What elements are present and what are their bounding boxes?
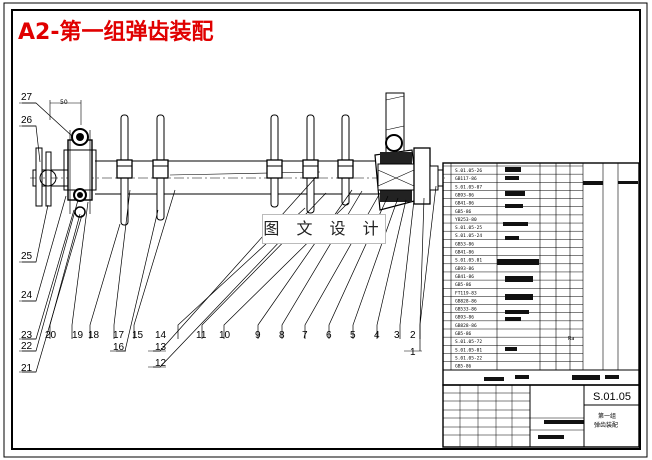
bom-code: GB93-86	[455, 266, 474, 272]
bom-code: GB53-86	[455, 241, 474, 247]
drawing-name-line2: 弹齿装配	[594, 422, 619, 429]
drawing-title: A2-第一组弹齿装配	[18, 20, 214, 45]
main-shaft	[30, 160, 445, 195]
spring-tine-3	[266, 114, 283, 208]
bom-code: GB93-86	[455, 315, 474, 321]
label-5: 5	[350, 330, 356, 341]
bom-code: S.01.05-22	[455, 355, 482, 361]
bom-code: GB5-86	[455, 282, 472, 288]
bom-code: GB533-86	[455, 307, 477, 313]
label-11: 11	[196, 330, 207, 341]
bom-code: S.01.05-24	[455, 233, 482, 239]
label-9: 9	[255, 330, 261, 341]
bom-code: S.01.05-07	[455, 184, 482, 190]
label-8: 8	[279, 330, 285, 341]
bom-code: S.01.05.01	[455, 258, 482, 264]
label-17: 17	[113, 330, 125, 341]
label-18: 18	[88, 330, 100, 341]
right-bearing-assembly	[374, 92, 444, 211]
bom-code: YB253-80	[455, 217, 477, 223]
bom-code: GB828-86	[455, 323, 477, 329]
label-3: 3	[394, 330, 400, 341]
bom-codes: S.01.05-26GB117-86S.01.05-07GB93-86GB41-…	[455, 168, 482, 370]
bom-code: GB93-86	[455, 192, 474, 198]
bom-grid	[443, 163, 639, 371]
label-1: 1	[410, 347, 416, 358]
dimension-label: 50	[60, 99, 68, 106]
spring-tine-1	[116, 114, 133, 226]
outer-border	[3, 2, 648, 458]
label-7: 7	[302, 330, 308, 341]
label-10: 10	[219, 330, 231, 341]
spring-tine-2	[152, 114, 169, 221]
bom-code: S.01.05-01	[455, 347, 482, 353]
label-14: 14	[155, 330, 167, 341]
label-13: 13	[155, 342, 167, 353]
watermark: 图 文 设 计	[262, 214, 386, 244]
bom-table: S.01.05-26GB117-86S.01.05-07GB93-86GB41-…	[442, 162, 640, 439]
bom-code: GB5-86	[455, 364, 472, 370]
bom-code: GB41-86	[455, 201, 474, 207]
label-22: 22	[21, 341, 33, 352]
dimension-50	[49, 100, 82, 125]
bom-code: S.01.05-25	[455, 225, 482, 231]
title-block	[442, 384, 640, 448]
label-23: 23	[21, 330, 33, 341]
label-26: 26	[21, 115, 33, 126]
label-19: 19	[72, 330, 84, 341]
label-27: 27	[21, 92, 33, 103]
spring-tine-4	[302, 114, 319, 214]
label-2: 2	[410, 330, 416, 341]
part-labels: 27 26 25 24 23 22 21 20 19 18 17 16 15 1…	[21, 92, 416, 374]
bom-code: GB5-86	[455, 331, 472, 337]
bom-code: GB5-86	[455, 209, 472, 215]
bom-redactions	[484, 167, 638, 439]
label-15: 15	[132, 330, 144, 341]
label-16: 16	[113, 342, 125, 353]
bom-code: FT119-83	[455, 290, 477, 296]
left-bearing-housing	[63, 128, 97, 218]
bom-code: GB41-86	[455, 274, 474, 280]
left-shaft-end	[32, 147, 74, 207]
label-4: 4	[374, 330, 380, 341]
inner-border	[11, 9, 641, 450]
drawing-number: S.01.05	[593, 391, 631, 403]
bom-code: GB828-86	[455, 298, 477, 304]
bom-code: GB41-86	[455, 250, 474, 256]
label-20: 20	[45, 330, 57, 341]
label-21: 21	[21, 363, 33, 374]
bom-code: GB117-86	[455, 176, 477, 182]
roughness-note: Ra	[568, 336, 574, 342]
drawing-name-line1: 第一组	[598, 413, 617, 420]
label-12: 12	[155, 358, 167, 369]
label-25: 25	[21, 251, 33, 262]
label-24: 24	[21, 290, 33, 301]
label-6: 6	[326, 330, 332, 341]
bom-code: S.01.05-26	[455, 168, 482, 174]
bom-code: S.01.05-72	[455, 339, 482, 345]
label-underlines	[19, 102, 422, 373]
